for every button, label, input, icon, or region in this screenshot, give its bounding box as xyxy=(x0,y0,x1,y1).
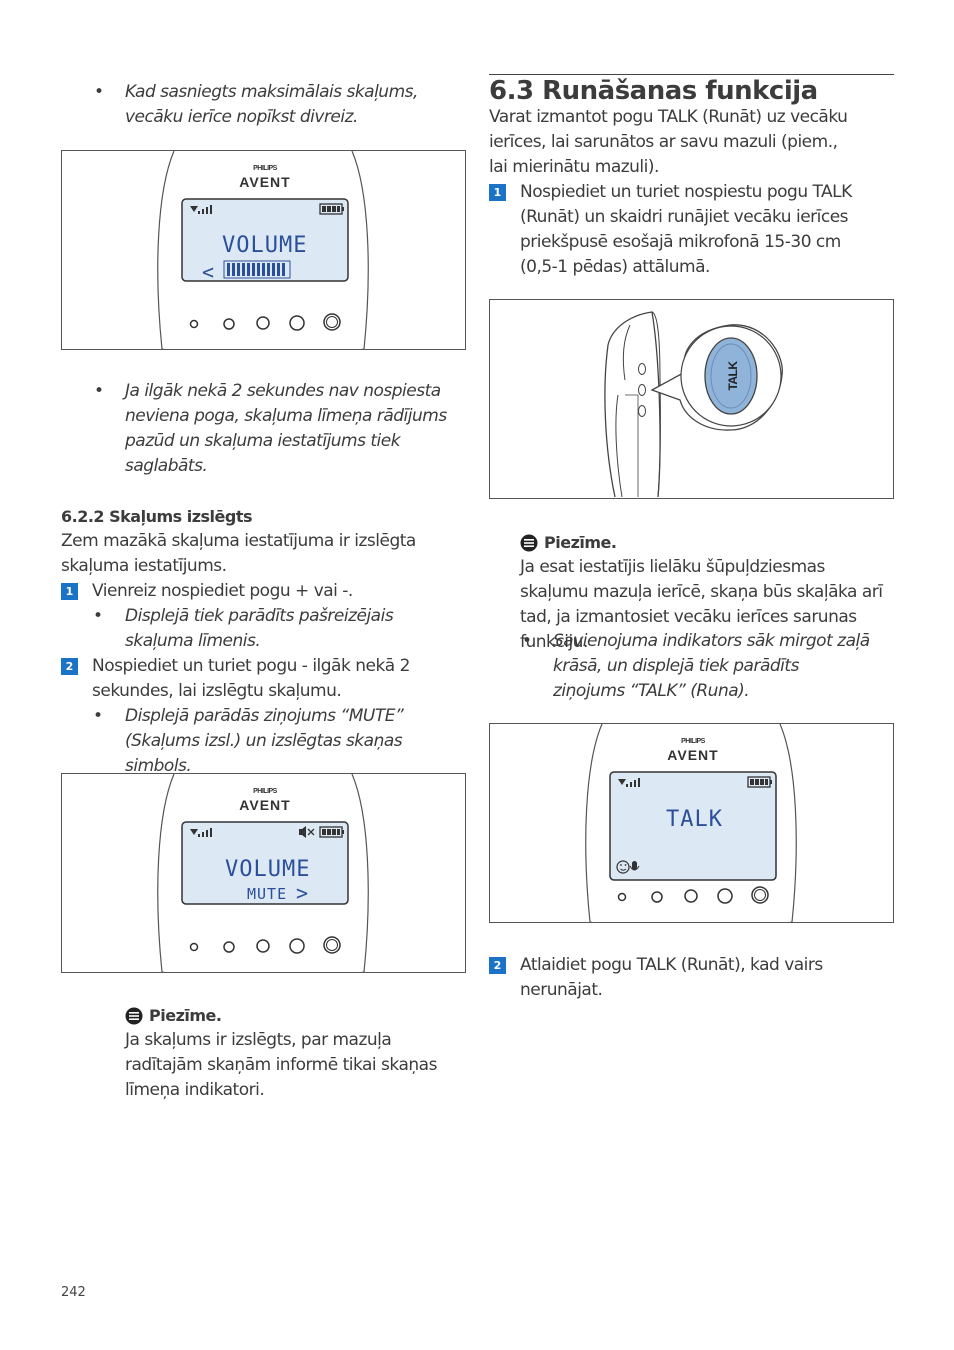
section-intro-6-2-2: Zem mazākā skaļuma iestatījuma ir izslēg… xyxy=(61,531,416,576)
bullet-talk-indicator: • Savienojuma indikators sāk mirgot zaļā… xyxy=(522,631,870,701)
device-buttons xyxy=(189,936,341,954)
side-buttons xyxy=(638,363,646,417)
step-1: 1 Vienreiz nospiediet pogu + vai -. xyxy=(61,579,466,604)
lcd-arrow-right: > xyxy=(296,881,308,905)
note-text: Ja esat iestatījis lielāku šūpuļdziesmas… xyxy=(520,557,883,652)
device-illustration: PHILIPS AVENT TALK xyxy=(585,724,797,922)
page-number: 242 xyxy=(61,1285,86,1300)
note-icon xyxy=(520,534,538,552)
figure-talk-display: PHILIPS AVENT TALK xyxy=(489,723,894,923)
signal-icon xyxy=(190,828,212,837)
talk-button-label: TALK xyxy=(726,361,740,391)
lcd-screen xyxy=(181,821,349,905)
lcd-talk-label: TALK xyxy=(666,807,723,832)
mute-speaker-icon xyxy=(299,826,315,838)
note-title: Piezīme. xyxy=(149,1006,222,1025)
step-2: 2 Nospiediet un turiet pogu - ilgāk nekā… xyxy=(61,654,466,704)
note-text: Ja skaļums ir izslēgts, par mazuļa radīt… xyxy=(125,1030,437,1100)
figure-volume-level: PHILIPS AVENT VOLUME < xyxy=(61,150,466,350)
device-illustration: PHILIPS AVENT VOLUME < xyxy=(157,151,369,349)
bullet-step-2: • Displejā parādās ziņojums “MUTE” (Skaļ… xyxy=(93,706,404,776)
section-intro-6-3: Varat izmantot pogu TALK (Runāt) uz vecā… xyxy=(489,107,848,177)
figure-volume-mute: PHILIPS AVENT VOLUME MUTE > xyxy=(61,773,466,973)
brand-top: PHILIPS xyxy=(681,738,706,745)
battery-icon xyxy=(319,826,344,838)
brand-main: AVENT xyxy=(239,174,290,190)
talk-button-icon xyxy=(704,337,758,415)
section-heading-6-3: 6.3 Runāšanas funkcija xyxy=(489,76,818,106)
baby-face-icon xyxy=(616,860,630,874)
device-buttons xyxy=(617,886,769,904)
figure-talk-button: TALK xyxy=(489,299,894,499)
note-right: Piezīme. Ja esat iestatījis lielāku šūpu… xyxy=(520,530,894,655)
lcd-volume-label: VOLUME xyxy=(225,857,310,882)
brand-main: AVENT xyxy=(239,797,290,813)
microphone-icon xyxy=(629,861,640,871)
brand-top: PHILIPS xyxy=(253,788,278,795)
step-badge: 2 xyxy=(489,957,506,974)
device-side-illustration: TALK xyxy=(604,311,783,498)
signal-icon xyxy=(190,205,212,214)
step-badge: 2 xyxy=(61,658,78,675)
lcd-volume-label: VOLUME xyxy=(222,233,307,258)
bullet-no-press: • Ja ilgāk nekā 2 sekundes nav nospiesta… xyxy=(94,381,447,476)
lcd-arrow-left: < xyxy=(202,260,214,284)
battery-icon xyxy=(319,203,344,215)
brand-main: AVENT xyxy=(667,747,718,763)
note-title: Piezīme. xyxy=(544,533,617,552)
step-1: 1 Nospiediet un turiet nospiestu pogu TA… xyxy=(489,180,894,280)
device-illustration: PHILIPS AVENT VOLUME MUTE > xyxy=(157,774,369,972)
brand-top: PHILIPS xyxy=(253,165,278,172)
device-buttons xyxy=(189,313,341,331)
section-rule xyxy=(489,74,894,75)
section-heading-6-2-2: 6.2.2 Skaļums izslēgts xyxy=(61,507,253,526)
signal-icon xyxy=(618,778,640,787)
step-badge: 1 xyxy=(61,583,78,600)
volume-bar xyxy=(223,260,291,279)
lcd-mute-label: MUTE xyxy=(247,885,287,903)
battery-icon xyxy=(747,776,772,788)
step-2: 2 Atlaidiet pogu TALK (Runāt), kad vairs… xyxy=(489,953,894,1003)
bullet-step-1: • Displejā tiek parādīts pašreizējais sk… xyxy=(93,606,394,651)
note-icon xyxy=(125,1007,143,1025)
note-left: Piezīme. Ja skaļums ir izslēgts, par maz… xyxy=(125,1003,466,1103)
bullet-max-volume: • Kad sasniegts maksimālais skaļums, vec… xyxy=(94,82,418,127)
lcd-screen xyxy=(609,771,777,881)
step-badge: 1 xyxy=(489,184,506,201)
